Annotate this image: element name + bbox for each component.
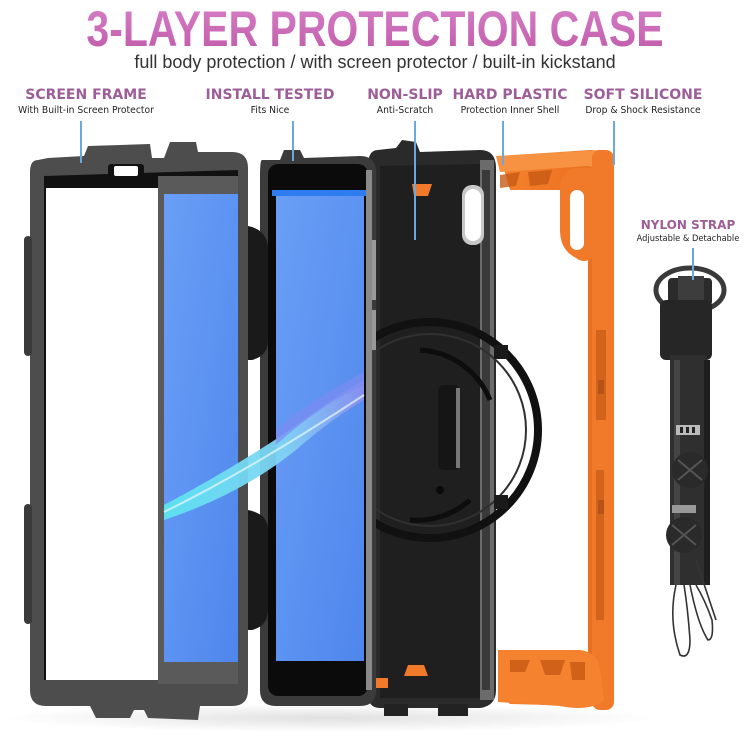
callout-heading: SOFT SILICONE <box>583 87 703 103</box>
pointer-line-soft-silicone <box>613 121 615 165</box>
callout-install-tested: INSTALL TESTED Fits Nice <box>200 86 340 117</box>
pointer-line-hard-plastic <box>502 121 504 165</box>
callout-heading: NON-SLIP <box>367 87 443 103</box>
callout-detail: Drop & Shock Resistance <box>585 105 701 116</box>
pointer-line-install-tested <box>292 121 294 161</box>
pointer-line-non-slip <box>414 121 416 240</box>
pointer-line-screen-frame <box>80 121 82 163</box>
callout-detail: Anti-Scratch <box>376 105 434 116</box>
screen-frame <box>24 142 268 720</box>
screen-wallpaper-wave <box>163 372 365 520</box>
callout-detail: With Built-in Screen Protector <box>18 105 154 116</box>
hard-plastic-shell <box>318 140 542 716</box>
callout-hard-plastic: HARD PLASTIC Protection Inner Shell <box>450 86 570 117</box>
callout-detail: Fits Nice <box>250 105 290 116</box>
page-subtitle: full body protection / with screen prote… <box>134 52 616 72</box>
callout-heading: HARD PLASTIC <box>452 87 568 103</box>
callout-soft-silicone: SOFT SILICONE Drop & Shock Resistance <box>576 86 710 117</box>
callout-heading: INSTALL TESTED <box>205 87 335 103</box>
callout-heading: SCREEN FRAME <box>25 87 147 103</box>
page-title: 3-LAYER PROTECTION CASE <box>68 2 683 56</box>
soft-silicone-bumper <box>496 150 614 710</box>
nylon-strap <box>653 265 727 657</box>
callout-detail: Protection Inner Shell <box>460 105 560 116</box>
callout-screen-frame: SCREEN FRAME With Built-in Screen Protec… <box>0 86 172 117</box>
callout-detail: Adjustable & Detachable <box>636 234 740 244</box>
pointer-line-nylon-strap <box>692 248 694 280</box>
callout-nylon-strap: NYLON STRAP Adjustable & Detachable <box>630 218 746 246</box>
callout-heading: NYLON STRAP <box>640 218 736 232</box>
callout-non-slip: NON-SLIP Anti-Scratch <box>360 86 450 117</box>
